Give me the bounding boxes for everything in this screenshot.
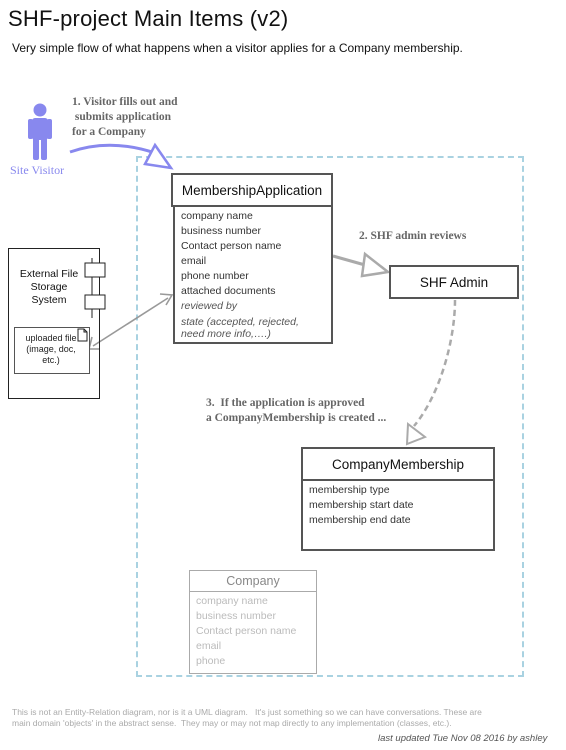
- footnote: This is not an Entity-Relation diagram, …: [12, 707, 482, 728]
- uploaded-file-label: uploaded file (image, doc, etc.): [25, 333, 77, 365]
- system-boundary: [136, 156, 524, 677]
- last-updated: last updated Tue Nov 08 2016 by ashley: [378, 733, 548, 744]
- shf-admin-box: SHF Admin: [389, 265, 519, 299]
- attribute: company name: [196, 595, 268, 607]
- step-1-label: 1. Visitor fills out and submits applica…: [72, 96, 178, 138]
- component-icon: [84, 258, 106, 318]
- external-file-storage-box: [8, 248, 100, 399]
- attribute: business number: [181, 225, 261, 237]
- page-subtitle: Very simple flow of what happens when a …: [12, 41, 463, 55]
- attribute: state (accepted, rejected,: [181, 316, 299, 328]
- shf-admin-title: SHF Admin: [419, 274, 489, 290]
- step-2-label: 2. SHF admin reviews: [359, 230, 467, 242]
- attribute: phone: [196, 655, 226, 667]
- review-arrow: [332, 251, 392, 278]
- approval-arrow: [405, 299, 457, 446]
- company-membership-attributes: membership type membership start date me…: [301, 481, 495, 551]
- attribute: phone number: [181, 270, 249, 282]
- visitor-arrow: [69, 142, 174, 170]
- membership-application-attributes: company name business number Contact per…: [173, 207, 333, 344]
- attribute: business number: [196, 610, 276, 622]
- attribute: company name: [181, 210, 253, 222]
- page-title: SHF-project Main Items (v2): [8, 6, 289, 31]
- attribute: Contact person name: [196, 625, 297, 637]
- document-icon: [77, 328, 88, 342]
- external-file-storage-label: External File Storage System: [19, 268, 79, 306]
- company-attributes: company name business number Contact per…: [189, 592, 317, 674]
- attribute: membership type: [309, 484, 390, 496]
- company-title: Company: [226, 574, 280, 588]
- attribute: email: [196, 640, 222, 652]
- membership-application-title: MembershipApplication: [181, 182, 323, 198]
- attribute: membership start date: [309, 499, 414, 511]
- company-membership-header: CompanyMembership: [301, 447, 495, 481]
- attribute: attached documents: [181, 285, 276, 297]
- attribute: Contact person name: [181, 240, 282, 252]
- attribute: reviewed by: [181, 300, 238, 312]
- site-visitor-label: Site Visitor: [10, 163, 65, 177]
- step-3-label: 3. If the application is approved a Comp…: [206, 397, 387, 424]
- company-header: Company: [189, 570, 317, 592]
- person-icon: [28, 103, 52, 160]
- attribute: membership end date: [309, 514, 411, 526]
- company-membership-title: CompanyMembership: [331, 456, 465, 472]
- membership-application-header: MembershipApplication: [171, 173, 333, 207]
- uploaded-file-box: [14, 327, 90, 374]
- attribute: email: [181, 255, 207, 267]
- attribute: need more info,….): [181, 328, 271, 340]
